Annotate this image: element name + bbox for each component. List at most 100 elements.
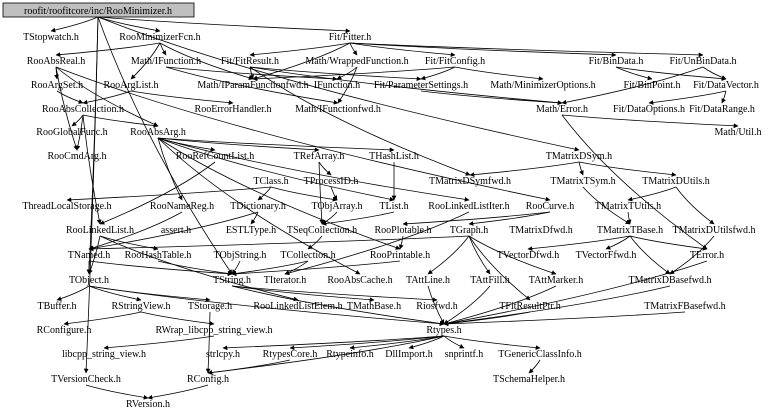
- node-fitparametersettings[interactable]: Fit/ParameterSettings.h: [374, 80, 468, 91]
- node-fitfitconfig[interactable]: Fit/FitConfig.h: [425, 56, 485, 67]
- node-tclass[interactable]: TClass.h: [253, 176, 288, 187]
- node-tmatrixdutils[interactable]: TMatrixDUtils.h: [642, 176, 710, 187]
- node-tattmarker[interactable]: TAttMarker.h: [529, 275, 583, 286]
- node-rconfig[interactable]: RConfig.h: [187, 374, 229, 385]
- node-fitbindata[interactable]: Fit/BinData.h: [589, 56, 644, 67]
- edge-fitunbindata-to-fitdatavector: [702, 66, 727, 80]
- node-mathutil[interactable]: Math/Util.h: [715, 127, 762, 138]
- node-rooabsreal[interactable]: RooAbsReal.h: [27, 56, 86, 67]
- node-terror[interactable]: TError.h: [690, 250, 724, 261]
- node-mathwrappedfunction[interactable]: Math/WrappedFunction.h: [305, 56, 408, 67]
- node-roohashtable[interactable]: RooHashTable.h: [125, 250, 192, 261]
- node-matherror[interactable]: Math/Error.h: [536, 104, 588, 115]
- node-tgraph[interactable]: TGraph.h: [450, 225, 489, 236]
- node-mathiparamfunctionfwd[interactable]: Math/IParamFunctionfwd.h: [197, 80, 308, 91]
- node-fitdataoptions[interactable]: Fit/DataOptions.h: [613, 104, 685, 115]
- root-node-label[interactable]: roofit/roofitcore/inc/RooMinimizer.h: [24, 6, 172, 17]
- node-fitfitter[interactable]: Fit/Fitter.h: [329, 32, 372, 43]
- node-tmatrixtutils[interactable]: TMatrixTUtils.h: [595, 201, 661, 212]
- node-tobjstring[interactable]: TObjString.h: [214, 250, 267, 261]
- node-tgenericclassinfo[interactable]: TGenericClassInfo.h: [498, 349, 582, 360]
- node-tfitresultptr[interactable]: TFitResultPtr.h: [499, 301, 560, 312]
- node-tstopwatch[interactable]: TStopwatch.h: [23, 32, 79, 43]
- node-tversioncheck[interactable]: TVersionCheck.h: [51, 374, 121, 385]
- node-rooabscollection[interactable]: RooAbsCollection.h: [42, 104, 124, 115]
- node-tdictionary[interactable]: TDictionary.h: [230, 201, 286, 212]
- node-tattfill[interactable]: TAttFill.h: [470, 275, 509, 286]
- node-fitfitresult[interactable]: Fit/FitResult.h: [221, 56, 279, 67]
- node-threadlocalstorage[interactable]: ThreadLocalStorage.h: [22, 201, 111, 212]
- node-tmatrixfbasefwd[interactable]: TMatrixFBasefwd.h: [644, 301, 725, 312]
- node-rconfigure[interactable]: RConfigure.h: [37, 325, 92, 336]
- node-rtypescore[interactable]: RtypesCore.h: [263, 349, 318, 360]
- node-tobjarray[interactable]: TObjArray.h: [311, 201, 362, 212]
- node-rversion[interactable]: RVersion.h: [126, 399, 170, 410]
- node-roominimizerfcn[interactable]: RooMinimizerFcn.h: [119, 32, 200, 43]
- node-snprintf[interactable]: snprintf.h: [445, 349, 484, 360]
- node-tstring[interactable]: TString.h: [213, 275, 251, 286]
- node-rtypes[interactable]: Rtypes.h: [426, 325, 461, 336]
- node-rooarglist[interactable]: RooArgList.h: [103, 80, 158, 91]
- node-tstorage[interactable]: TStorage.h: [188, 301, 232, 312]
- node-tobject[interactable]: TObject.h: [69, 275, 109, 286]
- node-rooabscache[interactable]: RooAbsCache.h: [327, 275, 392, 286]
- edge-rtypes-to-strlcpy: [222, 335, 445, 351]
- root-node-box[interactable]: [2, 2, 195, 18]
- node-fitdatarange[interactable]: Fit/DataRange.h: [689, 104, 755, 115]
- edge-rooargset-to-rooabscollection: [56, 90, 84, 104]
- node-thashlist[interactable]: THashList.h: [369, 151, 419, 162]
- edge-fitfitter-to-fitfitconfig: [349, 42, 456, 58]
- node-roonamereg[interactable]: RooNameReg.h: [150, 201, 214, 212]
- node-tmatrixdsymfwd[interactable]: TMatrixDSymfwd.h: [429, 176, 511, 187]
- node-trefarray[interactable]: TRefArray.h: [294, 151, 345, 162]
- node-fitdatavector[interactable]: Fit/DataVector.h: [693, 80, 759, 91]
- node-rooargset[interactable]: RooArgSet.h: [31, 80, 83, 91]
- node-fitbinpoint[interactable]: Fit/BinPoint.h: [624, 80, 681, 91]
- node-rwrap[interactable]: RWrap_libcpp_string_view.h: [156, 325, 273, 336]
- node-roorefcountlist[interactable]: RooRefCountList.h: [176, 151, 255, 162]
- node-rtypeinfo[interactable]: Rtypeinfo.h: [326, 349, 374, 360]
- node-tvectordfwd[interactable]: TVectorDfwd.h: [497, 250, 559, 261]
- node-rooplotable[interactable]: RooPlotable.h: [375, 225, 432, 236]
- node-roolinkedlist[interactable]: RooLinkedList.h: [66, 225, 134, 236]
- node-mathifunctionfwd[interactable]: Math/IFunctionfwd.h: [295, 104, 381, 115]
- node-estltype[interactable]: ESTLType.h: [226, 225, 276, 236]
- node-roolinkedlistelem[interactable]: RooLinkedListElem.h: [253, 301, 342, 312]
- node-tbuffer[interactable]: TBuffer.h: [38, 301, 77, 312]
- node-rooerrorhandler[interactable]: RooErrorHandler.h: [195, 104, 272, 115]
- node-tcollection[interactable]: TCollection.h: [280, 250, 335, 261]
- node-tschemahelper[interactable]: TSchemaHelper.h: [493, 374, 565, 385]
- node-ifunction[interactable]: IFunction.h: [314, 80, 360, 91]
- node-tmatrixdbasefwd[interactable]: TMatrixDBasefwd.h: [628, 275, 711, 286]
- node-titerator[interactable]: TIterator.h: [264, 275, 306, 286]
- node-rooabsarg[interactable]: RooAbsArg.h: [130, 127, 186, 138]
- node-roolinkedlistiter[interactable]: RooLinkedListIter.h: [428, 201, 509, 212]
- node-rooglobalfunc[interactable]: RooGlobalFunc.h: [36, 127, 107, 138]
- node-fitunbindata[interactable]: Fit/UnBinData.h: [670, 56, 737, 67]
- node-tnamed[interactable]: TNamed.h: [68, 250, 111, 261]
- node-tvectorffwd[interactable]: TVectorFfwd.h: [576, 250, 637, 261]
- node-tmatrixdutilsfwd[interactable]: TMatrixDUtilsfwd.h: [672, 225, 755, 236]
- node-mathminimizeroptions[interactable]: Math/MinimizerOptions.h: [490, 80, 595, 91]
- node-dllimport[interactable]: DllImport.h: [385, 349, 433, 360]
- node-roocurve[interactable]: RooCurve.h: [526, 201, 575, 212]
- node-tmatrixtsym[interactable]: TMatrixTSym.h: [550, 176, 615, 187]
- node-tmatrixtbase[interactable]: TMatrixTBase.h: [597, 225, 663, 236]
- edge-tlist-to-tseqcollection: [321, 211, 395, 226]
- node-mathifunction[interactable]: Math/IFunction.h: [131, 56, 201, 67]
- node-tattline[interactable]: TAttLine.h: [406, 275, 450, 286]
- node-tmatrixdfwd[interactable]: TMatrixDfwd.h: [509, 225, 573, 236]
- node-rooprintable[interactable]: RooPrintable.h: [370, 250, 430, 261]
- node-assert[interactable]: assert.h: [161, 225, 191, 236]
- node-tprocessid[interactable]: TProcessID.h: [304, 176, 359, 187]
- node-tlist[interactable]: TList.h: [379, 201, 408, 212]
- node-strlcpy[interactable]: strlcpy.h: [206, 349, 240, 360]
- node-tmathbase[interactable]: TMathBase.h: [347, 301, 401, 312]
- node-roocmdarg[interactable]: RooCmdArg.h: [48, 151, 107, 162]
- node-tseqcollection[interactable]: TSeqCollection.h: [287, 225, 357, 236]
- node-libcpp[interactable]: libcpp_string_view.h: [62, 349, 146, 360]
- node-tmatrixdsym[interactable]: TMatrixDSym.h: [546, 151, 612, 162]
- edge-tobject-to-rstringview: [88, 285, 142, 302]
- node-riosfwd[interactable]: Riosfwd.h: [416, 301, 457, 312]
- node-rstringview[interactable]: RStringView.h: [111, 301, 170, 312]
